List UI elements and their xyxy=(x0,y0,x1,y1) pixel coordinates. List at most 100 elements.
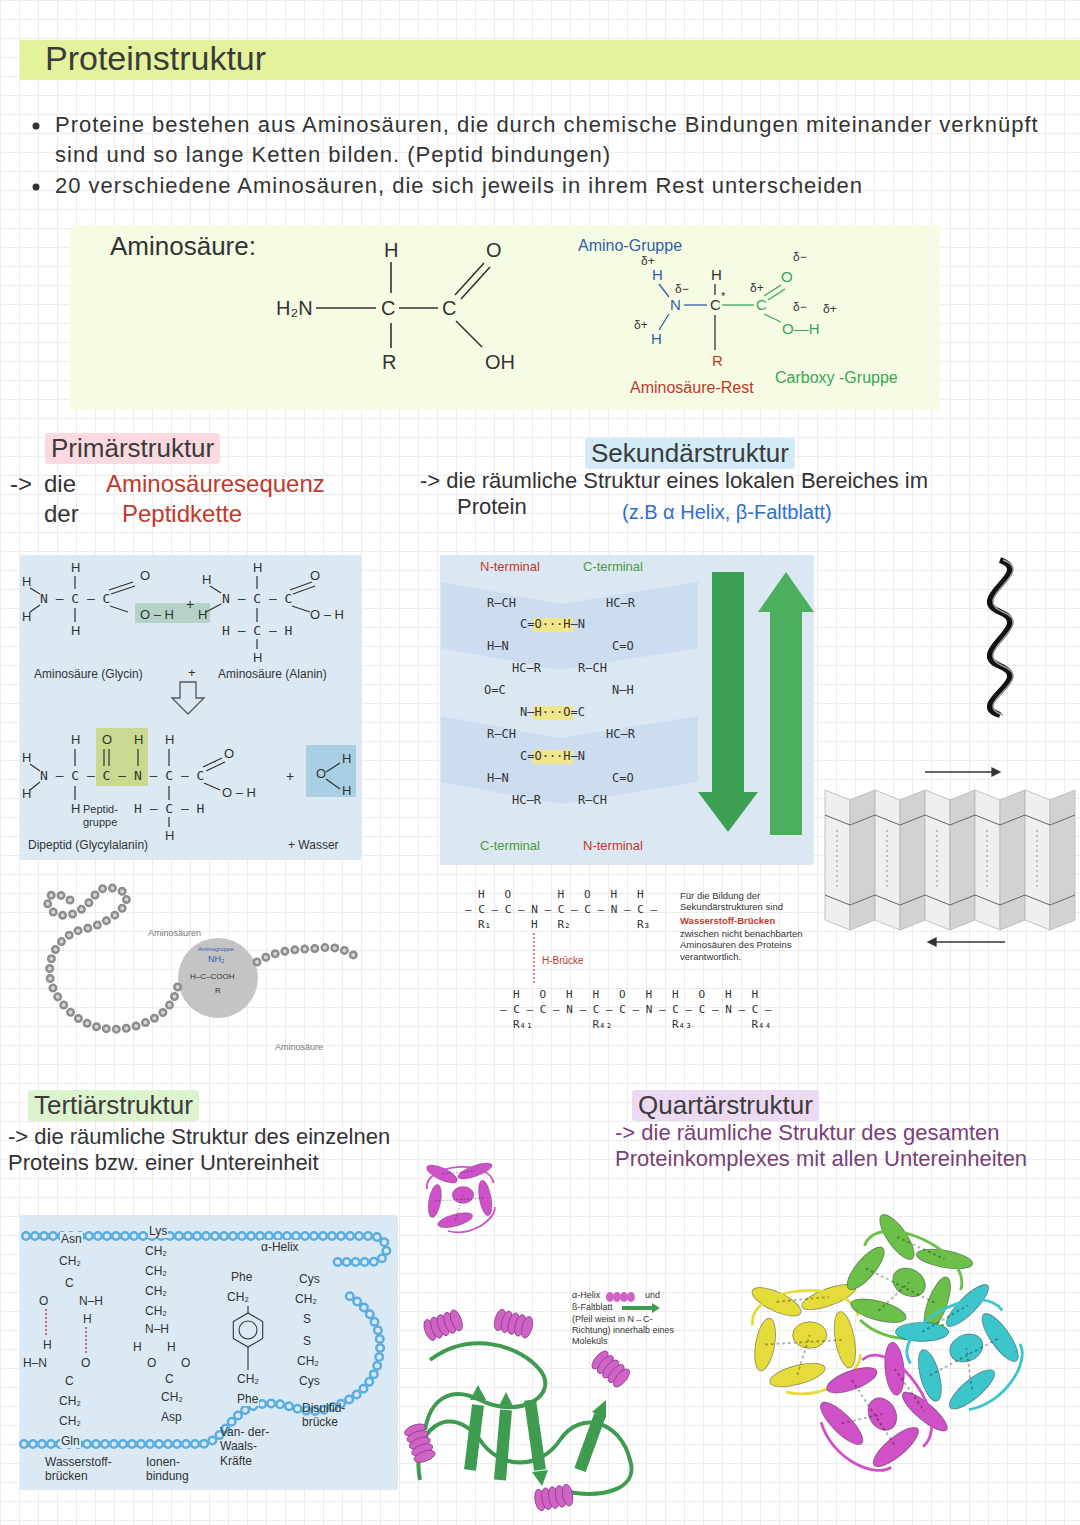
formula-atom: O xyxy=(781,268,793,286)
pleated-sheet xyxy=(825,790,1075,930)
helix-ribbon xyxy=(990,560,1013,715)
formula-atom: + xyxy=(186,596,194,613)
section-heading: Sekundärstruktur xyxy=(585,438,795,469)
note-text: Für die Bildung der Sekundärstrukturen s… xyxy=(680,890,812,913)
protein-model xyxy=(403,1422,437,1465)
definition-text: -> die räumliche Struktur des einzelnen … xyxy=(8,1124,403,1177)
protein-complex xyxy=(887,1276,1037,1427)
formula-atom: CH₂ xyxy=(226,1290,250,1304)
group-label: Amino-Gruppe xyxy=(578,236,682,255)
formula-atom: O xyxy=(224,746,234,762)
legend-symbol xyxy=(606,1292,614,1302)
node-text: Ionen- bindung xyxy=(146,1455,208,1484)
node-text: N-terminal xyxy=(583,838,643,854)
formula-atom: CH₂ xyxy=(294,1292,318,1306)
formula-atom: H xyxy=(22,609,31,625)
formula-atom: R–CH xyxy=(487,727,516,741)
node-text: N-terminal xyxy=(480,559,540,575)
node-text: R xyxy=(215,986,221,996)
amino-acid-circle: AminogruppeNH₂H–C–COOHR xyxy=(178,938,258,1018)
protein-model xyxy=(424,1160,495,1232)
formula-atom: H xyxy=(22,574,31,590)
formula-atom: R₄₁ R₄₂ R₄₃ R₄₄ xyxy=(513,1018,771,1031)
bead-chain xyxy=(48,888,179,1029)
formula-atom: O xyxy=(180,1356,191,1370)
formula-atom: H xyxy=(342,751,351,767)
note-text: ß-Faltblatt xyxy=(572,1302,613,1313)
formula-atom: H xyxy=(165,732,174,748)
protein-model xyxy=(532,1470,548,1486)
protein-model xyxy=(530,1400,540,1470)
definition-text: Aminosäuresequenz xyxy=(106,470,325,499)
formula-atom: — C — C — N — C — C — N — C — xyxy=(465,903,657,916)
direction-arrow xyxy=(925,768,1005,946)
group-label: Aminosäure-Rest xyxy=(630,378,754,397)
protein-model xyxy=(470,1385,486,1400)
bullet-text: Proteine bestehen aus Aminosäuren, die d… xyxy=(55,110,1055,170)
formula-atom: O – H xyxy=(140,607,174,623)
note-text: zwischen nicht benachbarten Aminosäuren … xyxy=(680,928,812,962)
formula-atom: H–N xyxy=(487,771,509,785)
bead-chain xyxy=(257,947,355,962)
legend-symbol xyxy=(622,1306,652,1310)
formula-atom: CH₂ xyxy=(144,1264,168,1278)
formula-atom: H xyxy=(42,1338,53,1352)
protein-model xyxy=(498,1392,514,1408)
formula-atom: CH₂ xyxy=(58,1254,82,1268)
formula-atom: R–CH xyxy=(578,661,607,675)
definition-text: die xyxy=(44,470,76,499)
formula-atom: C=O···H–N xyxy=(520,617,585,631)
formula-atom: O xyxy=(38,1294,49,1308)
formula-atom: N – C – C – N – C – C xyxy=(40,768,204,784)
formula-atom: HC–R xyxy=(606,727,635,741)
definition-text: -> xyxy=(10,470,32,499)
formula-atom: H O H O H H xyxy=(478,888,644,901)
formula-atom: HC–R xyxy=(512,661,541,675)
note-text: α-Helix xyxy=(572,1290,600,1301)
pleated-sheet xyxy=(1000,790,1025,930)
formula-atom: H xyxy=(71,560,80,576)
pleated-sheet xyxy=(950,790,975,930)
section-heading: Primärstruktur xyxy=(45,433,220,464)
section-heading: Quartärstruktur xyxy=(632,1090,819,1121)
protein-complex xyxy=(801,1333,956,1487)
formula-atom: H – C – H xyxy=(134,801,204,817)
formula-atom: H–N xyxy=(22,1356,48,1370)
formula-atom: H xyxy=(651,330,662,348)
formula-atom: CH₂ xyxy=(296,1354,320,1368)
formula-atom: Phe xyxy=(236,1392,259,1406)
formula-atom: H–N xyxy=(487,639,509,653)
legend-symbol xyxy=(613,1292,621,1302)
formula-atom: C xyxy=(710,296,721,314)
formula-atom: C xyxy=(64,1374,75,1388)
formula-atom: H xyxy=(202,572,211,588)
node-text: Disulfid- brücke xyxy=(302,1401,374,1430)
formula-atom: δ+ xyxy=(750,281,764,295)
group-label: Carboxy -Gruppe xyxy=(775,368,898,387)
node-text: + xyxy=(188,665,196,681)
formula-atom: N – C – C xyxy=(222,591,292,607)
protein-model xyxy=(422,1308,465,1342)
helix-ribbon xyxy=(990,560,1010,715)
protein-model xyxy=(424,1160,495,1232)
pleated-sheet xyxy=(837,830,1037,890)
formula-atom: C=O xyxy=(612,771,634,785)
direction-arrow xyxy=(992,768,1000,776)
bullet-dot xyxy=(33,123,40,130)
formula-atom: H O H H O H H O H H xyxy=(513,988,758,1001)
pleated-sheet xyxy=(1025,790,1050,930)
formula-atom: HC–R xyxy=(512,793,541,807)
bond-label: H-Brücke xyxy=(542,955,584,967)
formula-atom: O=C xyxy=(484,683,506,697)
definition-text: (z.B α Helix, β-Faltblatt) xyxy=(622,500,832,524)
formula-atom: S xyxy=(302,1334,312,1348)
protein-model xyxy=(589,1348,632,1389)
formula-atom: H xyxy=(166,1340,177,1354)
node-text: NH₂ xyxy=(208,954,225,965)
formula-atom: H xyxy=(134,732,143,748)
node-text: C-terminal xyxy=(480,838,540,854)
pleated-sheet xyxy=(900,790,925,930)
formula-atom: Gln xyxy=(60,1434,81,1448)
pleated-sheet xyxy=(925,790,950,930)
formula-atom: Cys xyxy=(298,1374,321,1388)
